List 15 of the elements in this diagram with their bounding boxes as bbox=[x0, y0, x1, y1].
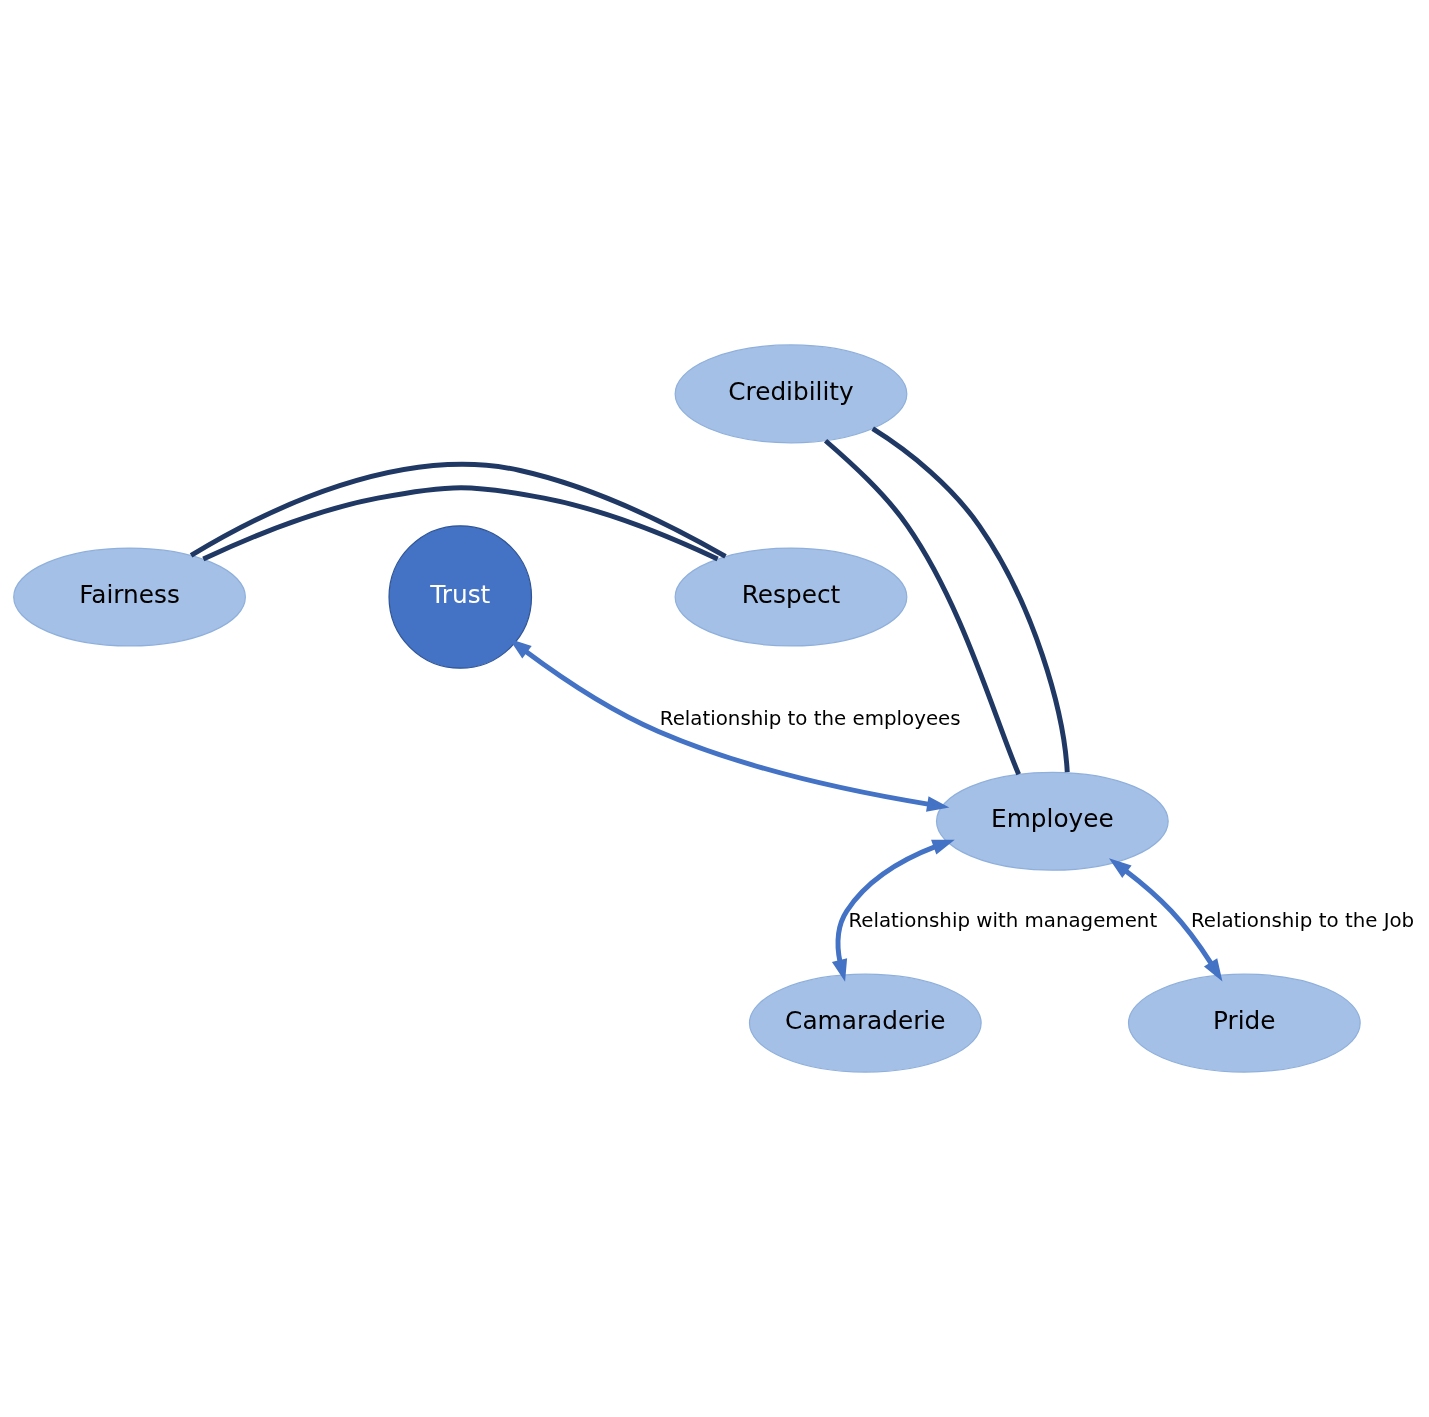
node-ellipse: Pride bbox=[1127, 973, 1361, 1073]
arrow bbox=[831, 839, 955, 982]
edge-label: Relationship with management bbox=[848, 908, 1158, 932]
node-ellipse: Camaraderie bbox=[748, 973, 982, 1073]
node-ellipse: Respect bbox=[674, 547, 908, 647]
node-ellipse: Fairness bbox=[13, 547, 246, 647]
node-ellipse: Employee bbox=[935, 771, 1169, 871]
node-ellipse: Credibility bbox=[674, 344, 908, 444]
connector bbox=[823, 438, 1021, 776]
edge-label: Relationship to the Job bbox=[1190, 908, 1415, 932]
edge-label: Relationship to the employees bbox=[659, 706, 961, 730]
connector bbox=[189, 462, 727, 559]
arrow bbox=[1108, 858, 1223, 982]
connector bbox=[871, 426, 1070, 773]
connector bbox=[202, 485, 719, 562]
